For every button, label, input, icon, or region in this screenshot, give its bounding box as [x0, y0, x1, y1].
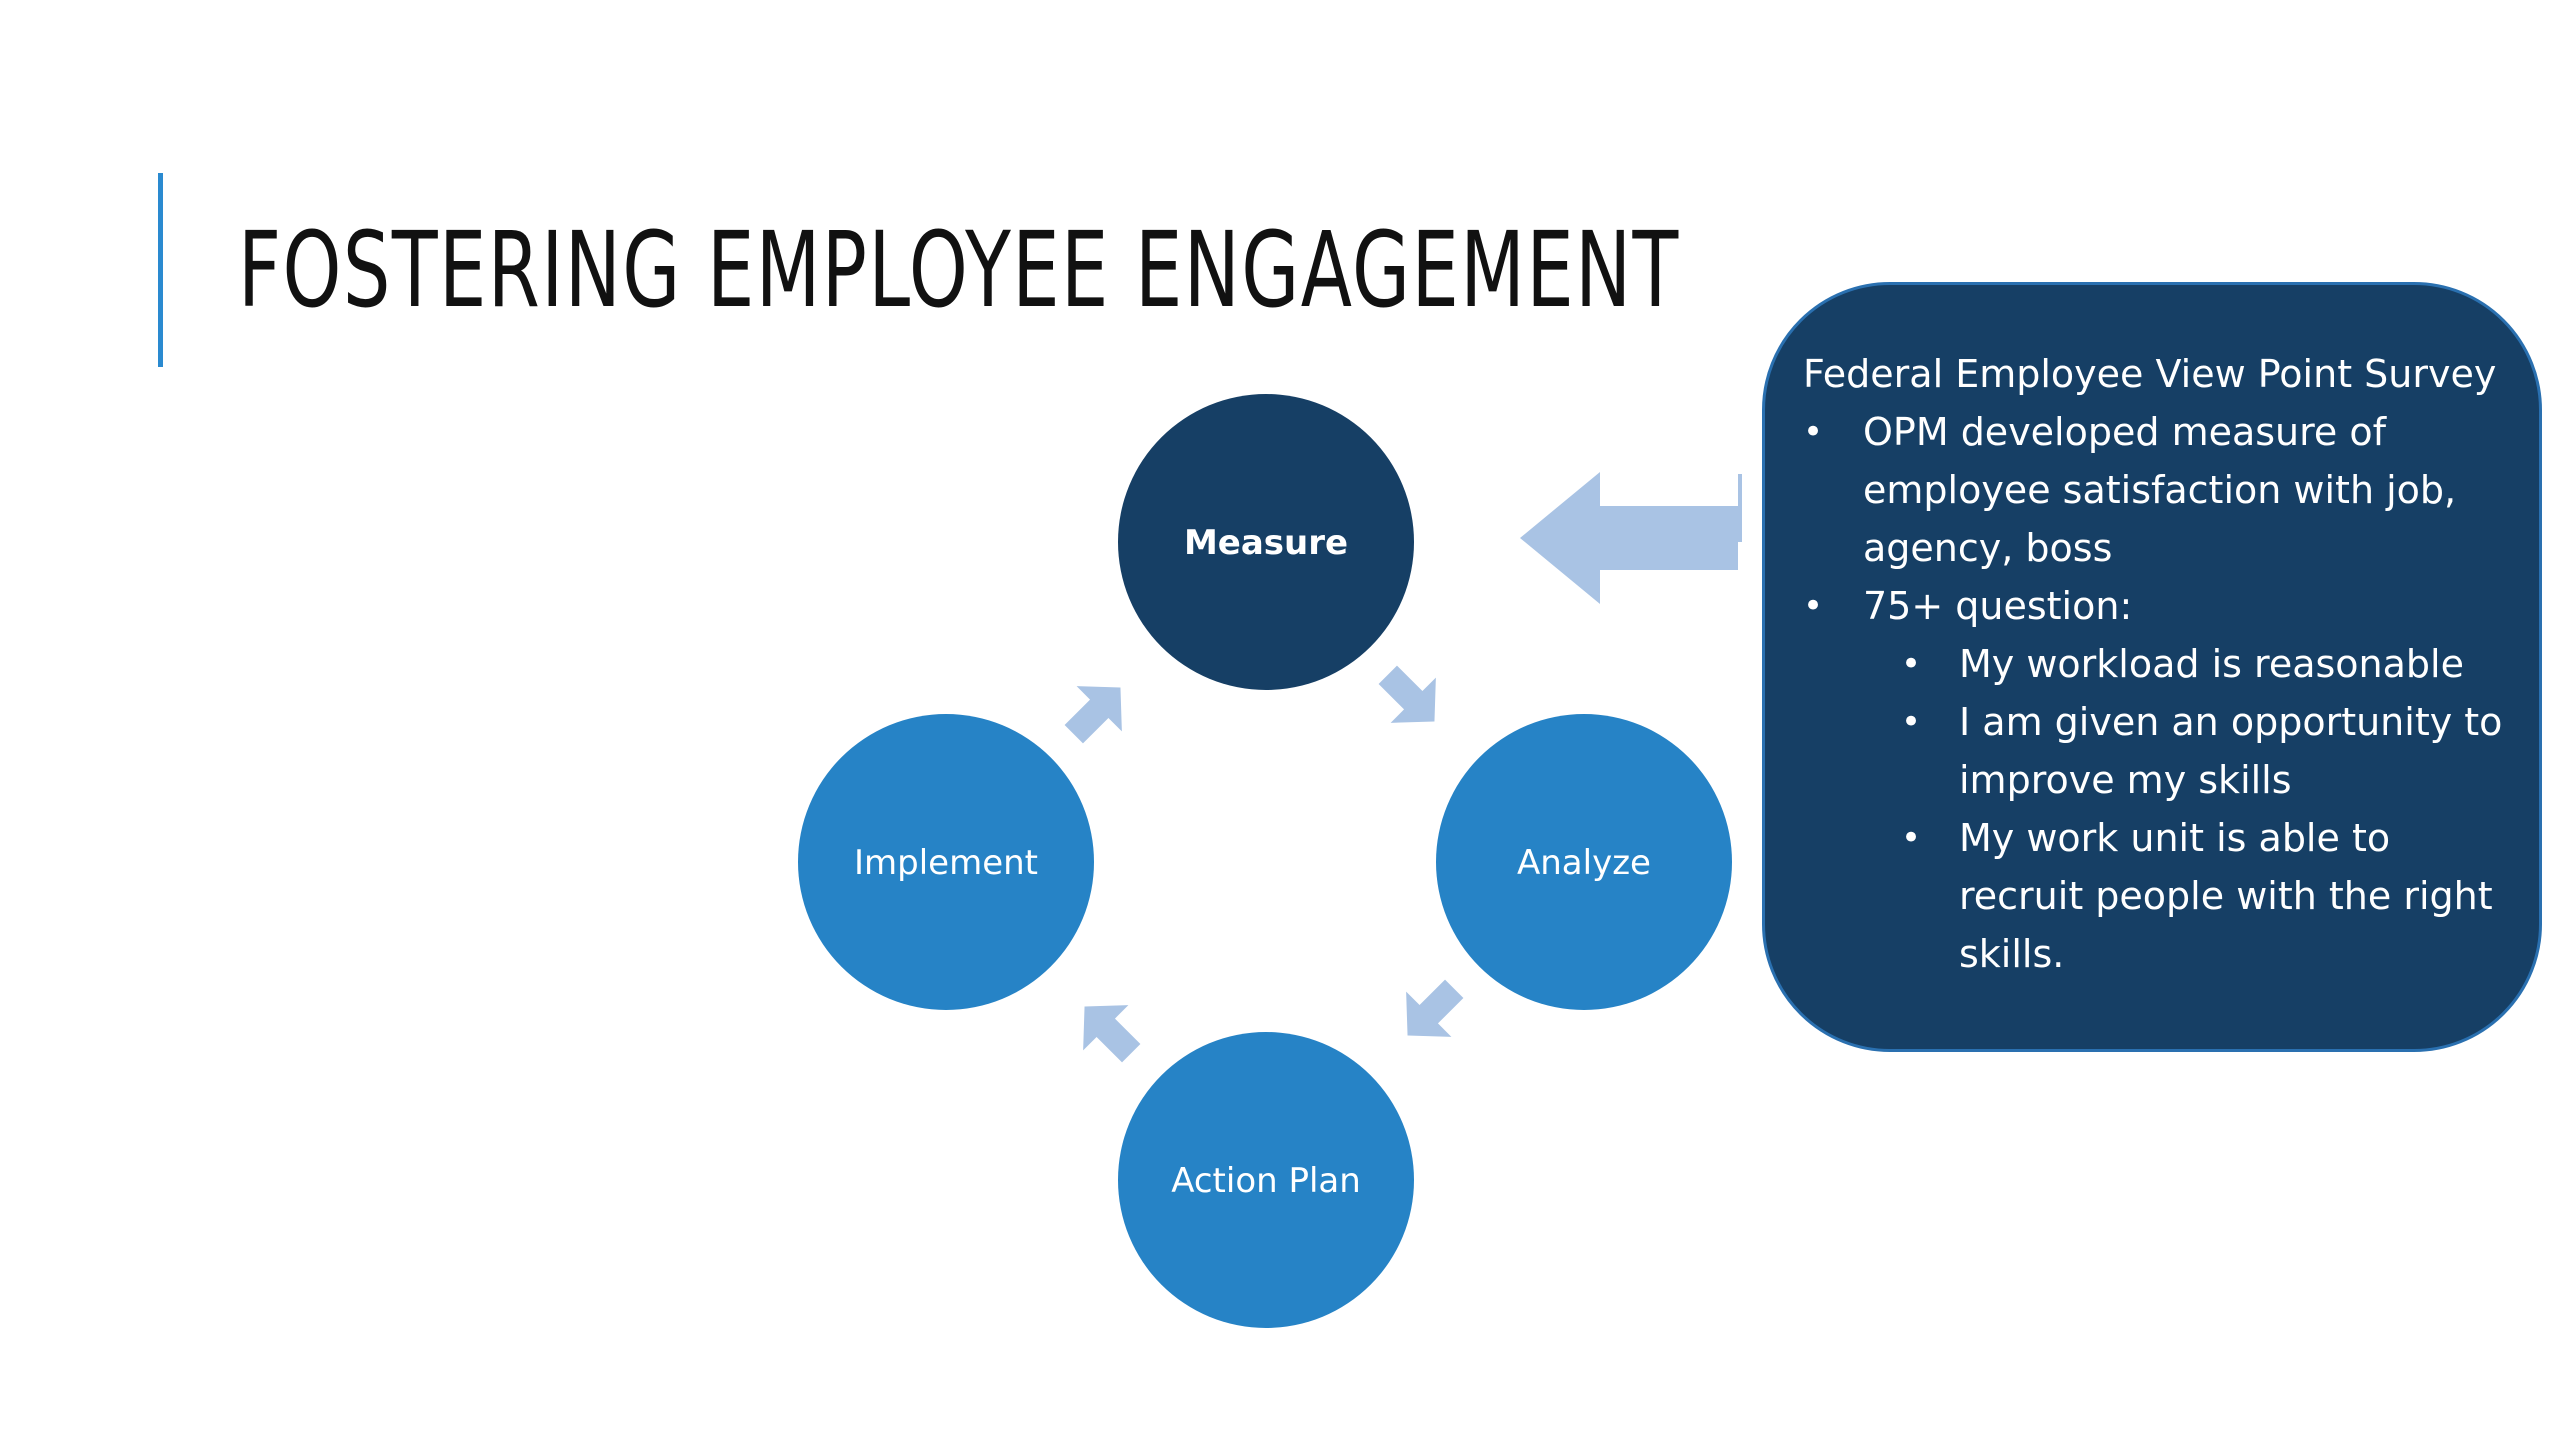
arrow-implement-to-measure — [1064, 686, 1122, 744]
survey-callout: Federal Employee View Point Survey OPM d… — [1762, 282, 2542, 1052]
node-action-plan-circle — [1118, 1032, 1414, 1328]
slide-title: FOSTERING EMPLOYEE ENGAGEMENT — [238, 209, 1680, 331]
callout-bullet-list: OPM developed measure of employee satisf… — [1803, 403, 2509, 983]
node-measure-circle — [1118, 394, 1414, 690]
node-action-plan-label: Action Plan — [1171, 1161, 1361, 1201]
arrow-action-plan-to-implement — [1083, 1005, 1141, 1063]
node-analyze-circle — [1436, 714, 1732, 1010]
node-implement: Implement — [798, 714, 1094, 1010]
node-measure-label: Measure — [1184, 523, 1348, 563]
callout-bullet-text: 75+ question: — [1863, 584, 2133, 628]
arrow-measure-to-analyze — [1378, 665, 1436, 723]
node-analyze: Analyze — [1436, 714, 1732, 1010]
callout-sub-bullet: My work unit is able to recruit people w… — [1899, 809, 2509, 983]
callout-bullet: OPM developed measure of employee satisf… — [1803, 403, 2509, 577]
cycle-arrows — [1064, 472, 1742, 1063]
node-action-plan: Action Plan — [1118, 1032, 1414, 1328]
node-implement-circle — [798, 714, 1094, 1010]
callout-bullet: 75+ question: My workload is reasonable … — [1803, 577, 2509, 983]
arrow-analyze-to-action-plan — [1406, 979, 1464, 1037]
callout-sub-bullet: I am given an opportunity to improve my … — [1899, 693, 2509, 809]
callout-heading: Federal Employee View Point Survey — [1803, 352, 2497, 396]
arrow-survey-to-measure — [1520, 472, 1742, 604]
node-measure: Measure — [1118, 394, 1414, 690]
node-analyze-label: Analyze — [1517, 843, 1651, 883]
title-accent-bar — [158, 173, 163, 367]
callout-sub-bullet: My workload is reasonable — [1899, 635, 2509, 693]
node-implement-label: Implement — [854, 843, 1038, 883]
callout-sub-list: My workload is reasonable I am given an … — [1899, 635, 2509, 983]
